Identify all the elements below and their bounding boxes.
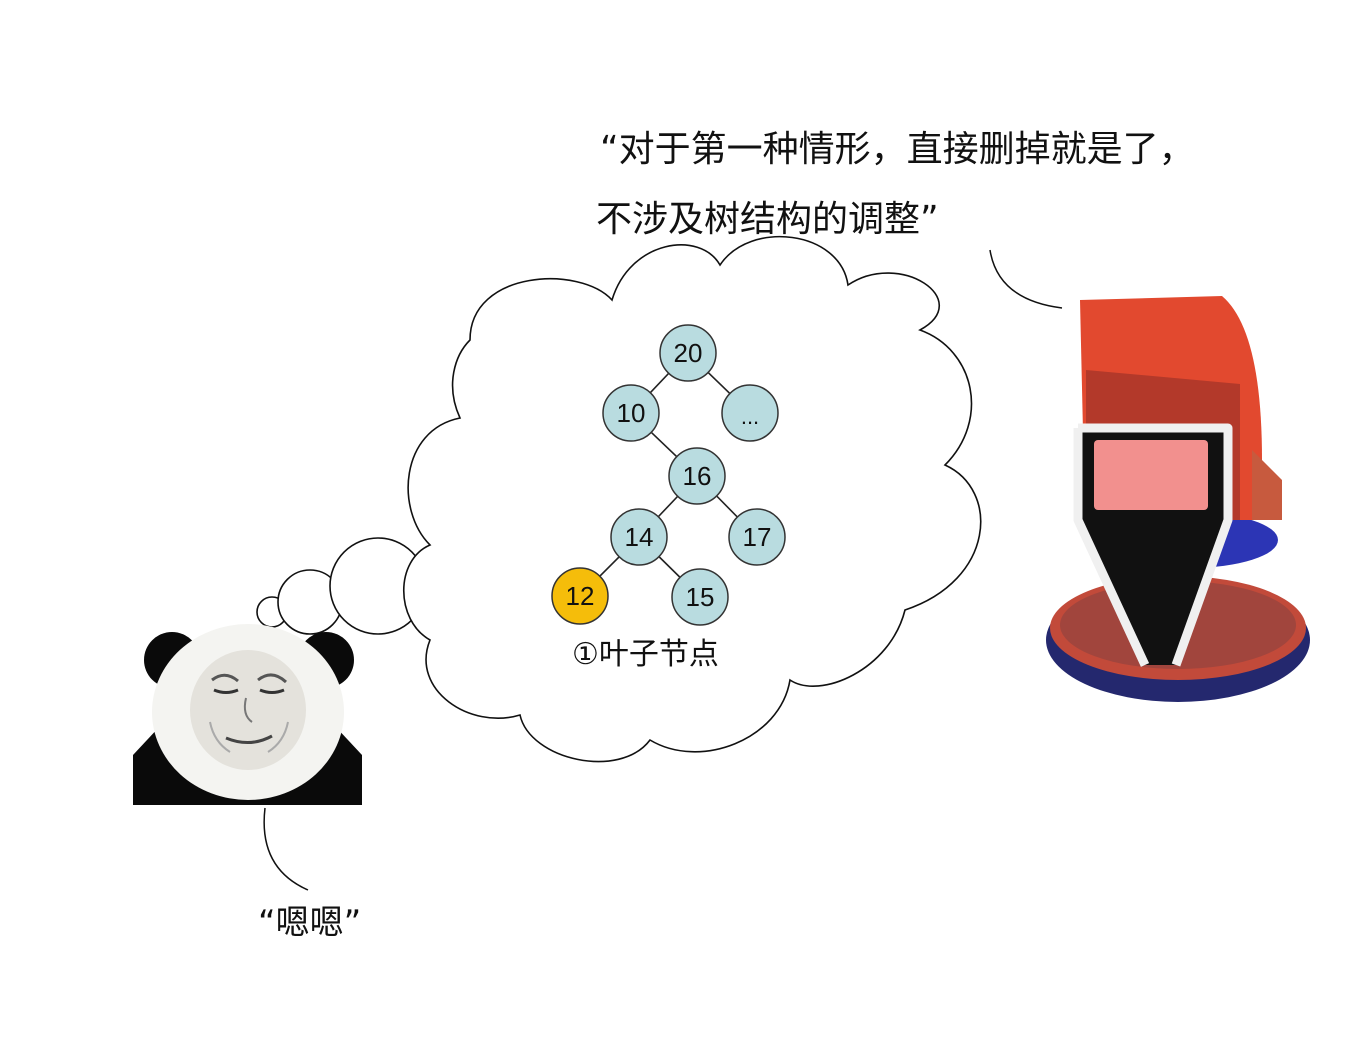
speech-line-2: 不涉及树结构的调整” <box>596 199 939 240</box>
tree-node-label: 20 <box>674 338 703 368</box>
speech-pointer-panda <box>263 807 309 891</box>
red-chair-icon <box>1046 296 1310 702</box>
tree-caption: ①叶子节点 <box>572 637 719 672</box>
panda-meme-face-icon <box>133 624 362 805</box>
tree-node-17: 17 <box>728 508 786 566</box>
speech-line-1: “对于第一种情形，直接删掉就是了， <box>600 129 1195 170</box>
tree-node-label: 17 <box>743 522 772 552</box>
tree-node-label: ... <box>741 404 759 429</box>
panda-reply: “嗯嗯” <box>258 903 362 943</box>
tree-nodes: 20 10 ... 16 14 17 <box>551 324 786 626</box>
speech-pointer-chair <box>989 249 1063 309</box>
tree-node-10: 10 <box>602 384 660 442</box>
tree-node-14: 14 <box>610 508 668 566</box>
tree-node-15: 15 <box>671 568 729 626</box>
tree-node-12-highlighted: 12 <box>551 567 609 625</box>
tree-node-label: 12 <box>566 581 595 611</box>
tree-node-16: 16 <box>668 447 726 505</box>
thought-cloud-icon <box>256 235 982 763</box>
tree-node-label: 10 <box>617 398 646 428</box>
tree-node-label: 14 <box>625 522 654 552</box>
tree-node-20: 20 <box>659 324 717 382</box>
tree-node-label: 16 <box>683 461 712 491</box>
tree-node-dots: ... <box>721 384 779 442</box>
tree-node-label: 15 <box>686 582 715 612</box>
